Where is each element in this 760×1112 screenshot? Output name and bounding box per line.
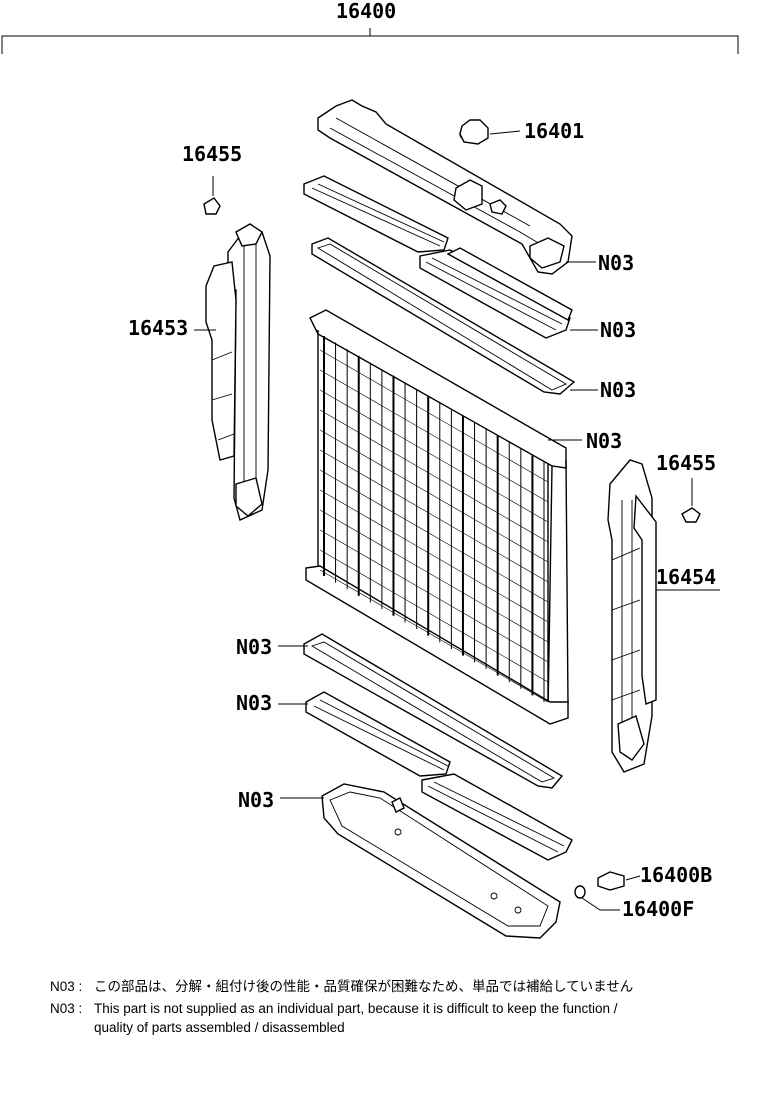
label-n03-lower-gasket[interactable]: N03 (236, 635, 272, 659)
label-16400[interactable]: 16400 (336, 0, 396, 23)
bolt-left: 16455 (182, 142, 242, 215)
core-fin-row (319, 509, 549, 643)
label-16401[interactable]: 16401 (524, 119, 584, 143)
label-16455-left[interactable]: 16455 (182, 142, 242, 166)
left-support (205, 223, 271, 521)
label-n03-lower-plate[interactable]: N03 (236, 691, 272, 715)
label-n03-upper-gasket[interactable]: N03 (600, 378, 636, 402)
label-n03-upper-plate[interactable]: N03 (600, 318, 636, 342)
label-n03-lower-tank[interactable]: N03 (238, 788, 274, 812)
core-fin-row (319, 349, 549, 483)
note-text: この部品は、分解・組付け後の性能・品質確保が困難なため、単品では補給していません (94, 979, 634, 994)
core-fin-row (319, 569, 549, 703)
radiator-core (305, 309, 569, 725)
label-n03-core[interactable]: N03 (586, 429, 622, 453)
upper-tank (317, 99, 573, 275)
label-16400f[interactable]: 16400F (622, 897, 694, 921)
right-support (607, 459, 657, 773)
core-fins (319, 336, 549, 703)
lower-tank (321, 783, 561, 939)
lower-gasket (303, 633, 564, 789)
core-fin-row (319, 489, 549, 623)
note-english-continued: quality of parts assembled / disassemble… (94, 1020, 345, 1035)
core-fin-row (319, 469, 549, 603)
label-n03-upper-tank[interactable]: N03 (598, 251, 634, 275)
upper-gasket (311, 237, 576, 395)
note-code: N03 : (50, 979, 83, 994)
upper-core-plate (303, 175, 573, 339)
label-16455-right[interactable]: 16455 (656, 451, 716, 475)
drain-cock: 16400B (597, 863, 712, 891)
core-fin-row (319, 529, 549, 663)
note-english: N03 : This part is not supplied as an ind… (50, 1001, 618, 1016)
core-fin-row (319, 429, 549, 563)
core-fin-row (319, 449, 549, 583)
label-16400b[interactable]: 16400B (640, 863, 712, 887)
core-fin-row (319, 549, 549, 683)
note-text: This part is not supplied as an individu… (94, 1001, 618, 1016)
label-16454[interactable]: 16454 (656, 565, 716, 589)
note-code: N03 : (50, 1001, 83, 1016)
radiator-cap: 16401 (459, 119, 584, 145)
lower-core-plate (305, 691, 573, 861)
core-fin-row (319, 369, 549, 503)
label-16453[interactable]: 16453 (128, 316, 188, 340)
note-text: quality of parts assembled / disassemble… (94, 1020, 345, 1035)
assembly-bracket: 16400 (1, 0, 739, 54)
note-japanese: N03 : この部品は、分解・組付け後の性能・品質確保が困難なため、単品では補給し… (50, 975, 633, 995)
core-fin-row (319, 409, 549, 543)
drain-o-ring: 16400F (574, 885, 694, 921)
core-fin-row (319, 389, 549, 523)
bolt-right: 16455 (656, 451, 716, 523)
